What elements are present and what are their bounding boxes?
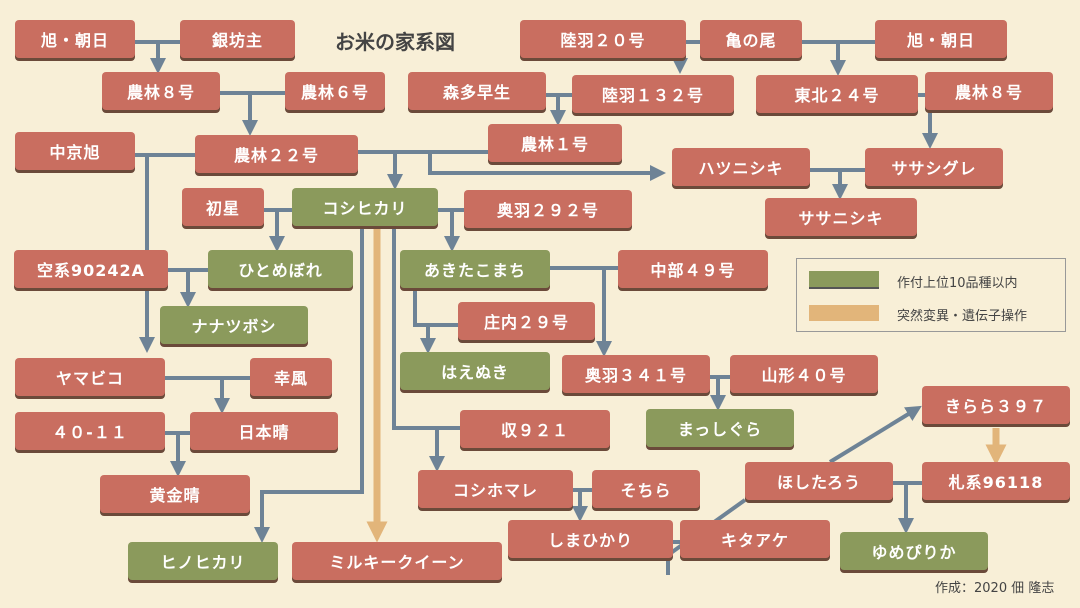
node-koshihikari: コシヒカリ <box>292 188 438 226</box>
node-norin8: 農林８号 <box>102 72 220 110</box>
node-rikuu132: 陸羽１３２号 <box>572 75 734 113</box>
node-nanatsuboshi: ナナツボシ <box>160 306 308 344</box>
node-shimahikari: しまひかり <box>508 520 673 558</box>
node-sorakei: 空系90242A <box>14 250 168 288</box>
node-nihonbare: 日本晴 <box>190 412 338 450</box>
node-kamenoo: 亀の尾 <box>700 20 802 58</box>
node-hatsunishiki: ハツニシキ <box>672 148 810 186</box>
node-asahi: 旭・朝日 <box>15 20 135 58</box>
node-yumepirika: ゆめぴりか <box>840 532 988 570</box>
legend-label-mutation: 突然変異・遺伝子操作 <box>897 309 1028 324</box>
node-norin1: 農林１号 <box>488 124 622 162</box>
node-ou292: 奥羽２９２号 <box>464 190 632 228</box>
legend: 作付上位10品種以内 突然変異・遺伝子操作 <box>796 258 1066 332</box>
node-hinohikari: ヒノヒカリ <box>128 542 278 580</box>
node-kofu: 幸風 <box>250 358 332 396</box>
node-asahi-2: 旭・朝日 <box>875 20 1007 58</box>
node-sakkei96118: 札系96118 <box>922 462 1070 500</box>
node-norin8-2: 農林８号 <box>925 72 1053 110</box>
node-norin22: 農林２２号 <box>195 135 358 173</box>
node-chukyo-asahi: 中京旭 <box>15 132 135 170</box>
node-ou341: 奥羽３４１号 <box>562 355 710 393</box>
legend-swatch-mutation <box>809 305 879 321</box>
node-shu921: 収９２１ <box>460 410 610 448</box>
node-tohoku24: 東北２４号 <box>756 75 918 113</box>
node-norin6: 農林６号 <box>285 72 385 110</box>
legend-swatch-top10 <box>809 271 879 287</box>
node-moritawase: 森多早生 <box>408 72 546 110</box>
node-sasashigure: ササシグレ <box>865 148 1003 186</box>
node-hitomebore: ひとめぼれ <box>208 250 353 288</box>
node-koganebare: 黄金晴 <box>100 475 250 513</box>
node-kirara397: きらら３９７ <box>922 386 1070 424</box>
node-masshigura: まっしぐら <box>646 409 794 447</box>
credit: 作成：2020 佃 隆志 <box>935 581 1055 596</box>
node-40-11: ４０-１１ <box>15 412 165 450</box>
node-hatsuboshi: 初星 <box>182 188 264 226</box>
node-sasanishiki: ササニシキ <box>765 198 917 236</box>
node-hoshitarou: ほしたろう <box>745 462 893 500</box>
node-chubu49: 中部４９号 <box>618 250 768 288</box>
node-shonai29: 庄内２９号 <box>458 302 595 340</box>
node-koshihomare: コシホマレ <box>418 470 573 508</box>
node-yamabiko: ヤマビコ <box>15 358 165 396</box>
page-title: お米の家系図 <box>335 30 455 54</box>
node-haenuki: はえぬき <box>400 352 550 390</box>
legend-label-top10: 作付上位10品種以内 <box>897 276 1018 291</box>
node-sochira: そちら <box>592 470 700 508</box>
node-kitaake: キタアケ <box>680 520 830 558</box>
node-milky-queen: ミルキークイーン <box>292 542 502 580</box>
node-akitakomachi: あきたこまち <box>400 250 550 288</box>
node-ginbozu: 銀坊主 <box>180 20 295 58</box>
node-rikuu20: 陸羽２０号 <box>520 20 686 58</box>
node-yamagata40: 山形４０号 <box>730 355 878 393</box>
